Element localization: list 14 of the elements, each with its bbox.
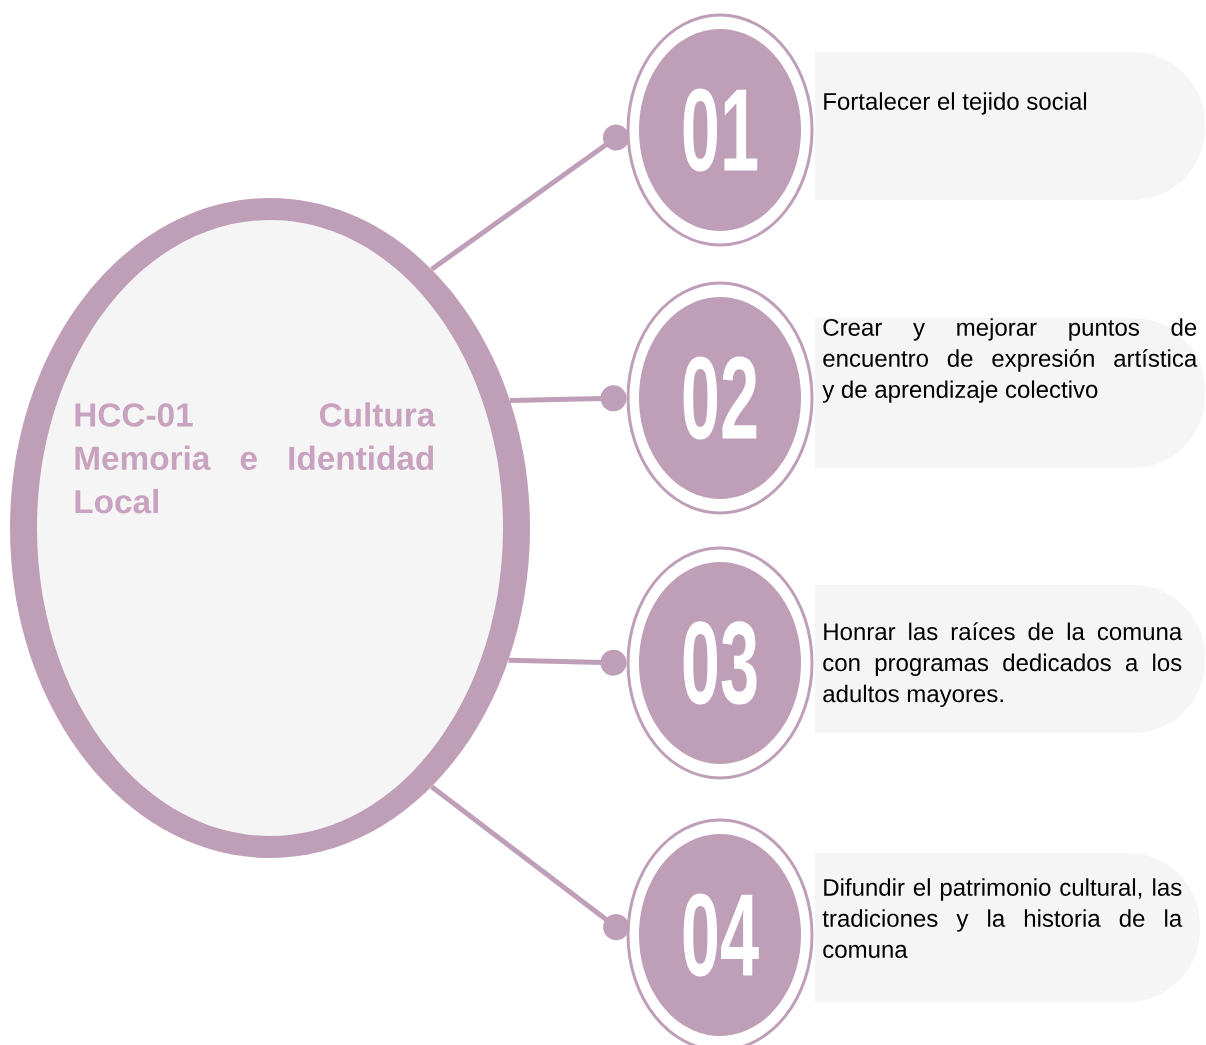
card-text: Honrar las raíces de la comuna con programas dedicados a los adultos mayores. <box>823 622 1183 708</box>
card-text: Difundir el patrimonio cultural, las tradiciones y la historia de la comuna <box>822 878 1183 958</box>
card <box>815 318 1205 468</box>
ellipse-shape <box>10 198 530 858</box>
card <box>815 853 1200 1002</box>
connector-line <box>508 649 627 676</box>
card-text: Crear y mejorar puntos de encuentro de expresión artística y de aprendizaje colectivo <box>822 318 1198 403</box>
card <box>815 52 1205 200</box>
title-text: HCC-01 Cultura Memoria e Identidad Local <box>75 402 436 514</box>
connector-line <box>430 784 630 941</box>
connector-line <box>430 124 629 272</box>
card-text: Fortalecer el tejido social <box>824 92 1087 115</box>
card <box>815 585 1205 733</box>
connector-line <box>510 385 627 412</box>
